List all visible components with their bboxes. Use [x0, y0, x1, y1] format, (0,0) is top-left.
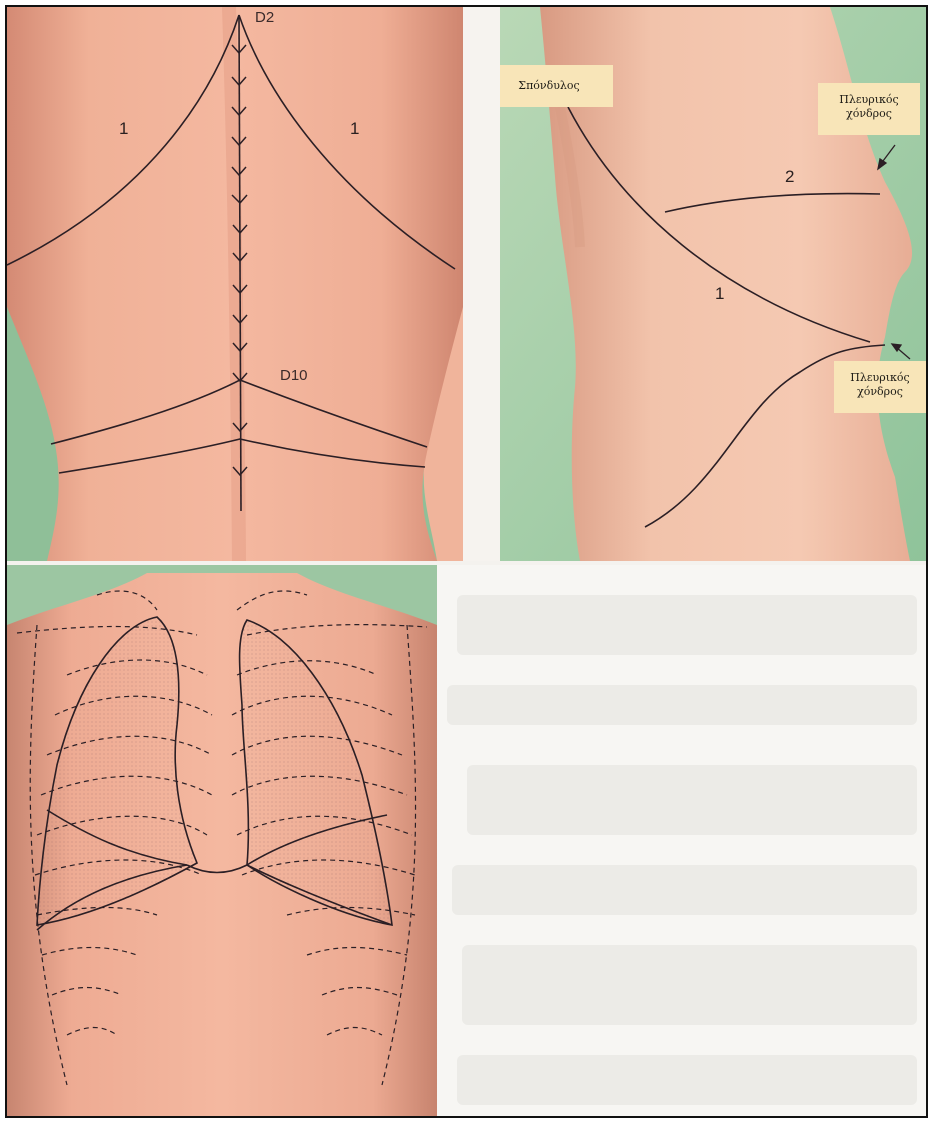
upper-cartilage-callout: Πλευρικός χόνδρος [818, 83, 920, 135]
side-view-panel: Σπόνδυλος Πλευρικός χόνδρος Πλευρικός χό… [500, 7, 928, 561]
upper-cartilage-callout-line1: Πλευρικός [826, 93, 912, 107]
panel-gap [463, 7, 500, 561]
upper-cartilage-callout-line2: χόνδρος [826, 107, 912, 121]
lower-cartilage-callout-line1: Πλευρικός [842, 371, 918, 385]
faded-page-texture [437, 565, 928, 1118]
lower-cartilage-callout-line2: χόνδρος [842, 385, 918, 399]
chest-lungs-illustration [7, 565, 437, 1118]
vertebra-callout: Σπόνδυλος [500, 65, 613, 107]
chest-lungs-panel [7, 565, 437, 1118]
back-view-panel: D2 D10 1 1 [7, 7, 463, 561]
vertebra-callout-text: Σπόνδυλος [518, 79, 579, 92]
faded-page-area [437, 565, 928, 1118]
figure-frame: D2 D10 1 1 [5, 5, 928, 1118]
lower-cartilage-callout: Πλευρικός χόνδρος [834, 361, 926, 413]
back-view-illustration [7, 7, 463, 561]
